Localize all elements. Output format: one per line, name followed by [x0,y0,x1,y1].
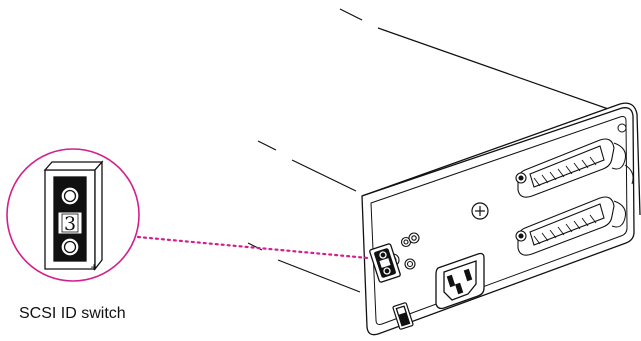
perspective-dash-lines [247,8,635,293]
switch-id-value: 3 [64,213,76,235]
power-socket-icon [435,252,485,310]
callout-leader-line [136,235,370,260]
ground-screw-icon [471,202,489,220]
switch-plus-sign: + [90,260,97,274]
aux-jacks [400,232,420,248]
switch-minus-sign: – [63,166,70,180]
scsi-port-lower [515,196,615,256]
power-switch-icon [392,302,414,330]
scsi-port-upper [515,138,615,198]
panel-screw-top-right [617,123,627,133]
scsi-id-switch-on-drive [369,243,401,283]
callout-label: SCSI ID switch [19,305,126,322]
scsi-id-switch-enlarged [43,160,104,271]
port-side-clips [611,142,634,228]
